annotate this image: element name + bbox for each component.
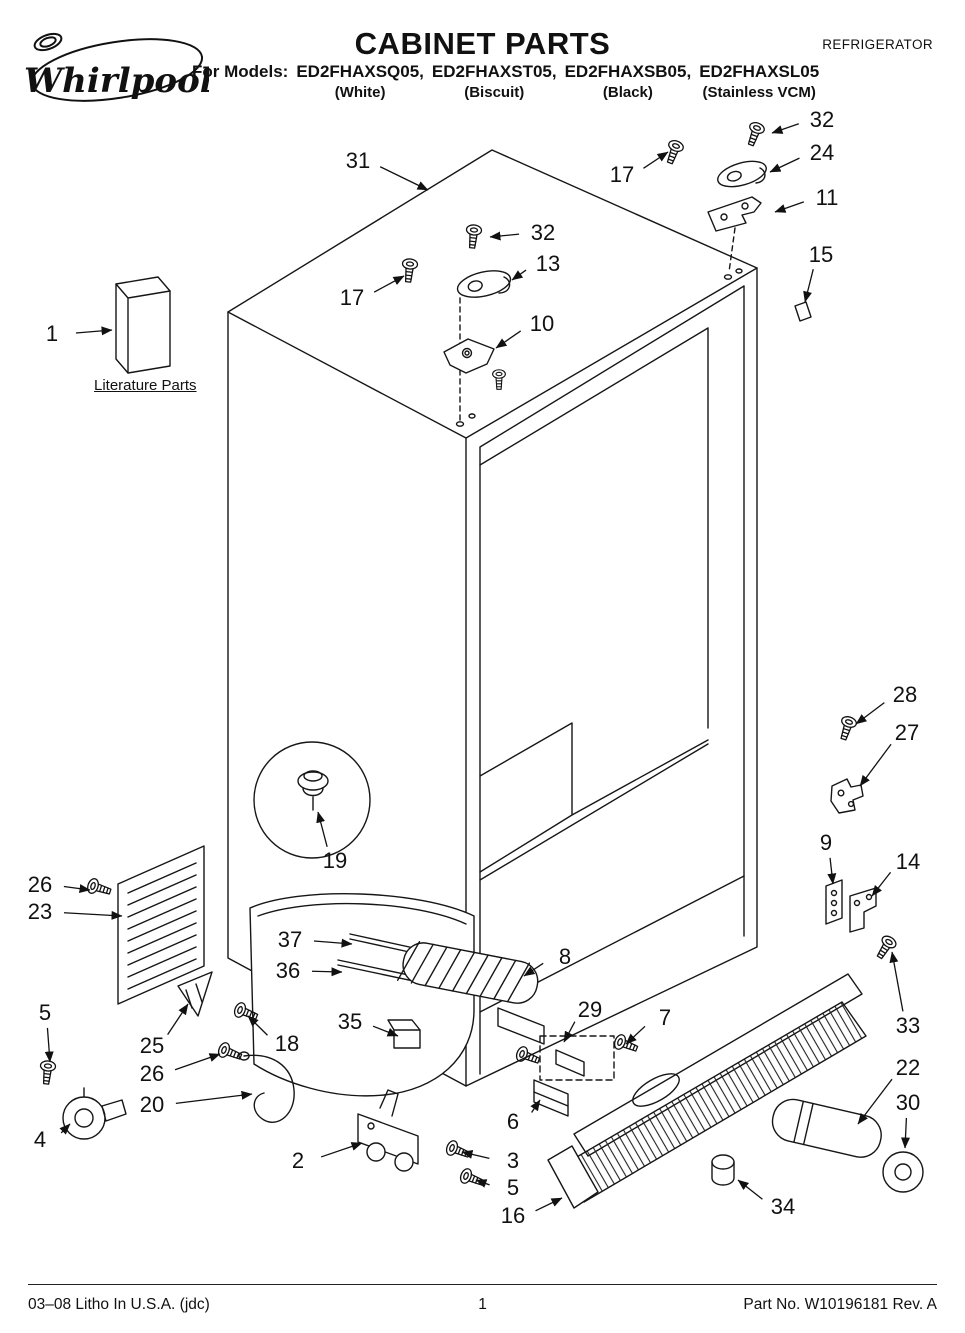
callout-arrow-22 — [857, 1078, 893, 1125]
callout-arrow-29 — [563, 1021, 576, 1043]
model-col-4: ED2FHAXSL05 (Stainless VCM) — [699, 62, 819, 101]
model-name: ED2FHAXSB05, — [564, 62, 692, 81]
compressor-assembly — [396, 941, 545, 1045]
callout-arrow-20 — [175, 1090, 253, 1105]
callout-arrow-5 — [44, 1027, 54, 1063]
callout-arrow-14 — [871, 871, 892, 897]
top-hinge-parts — [399, 120, 812, 390]
callout-arrow-24 — [769, 157, 800, 173]
cabinet-wireframe — [227, 149, 758, 1087]
category-label: REFRIGERATOR — [822, 37, 933, 52]
callout-arrow-18 — [247, 1015, 268, 1036]
callout-arrow-15 — [803, 269, 814, 303]
model-name: ED2FHAXSQ05, — [296, 62, 424, 81]
model-col-2: ED2FHAXST05, (Biscuit) — [432, 62, 557, 101]
callout-arrow-7 — [625, 1025, 646, 1045]
callout-arrow-13 — [511, 269, 527, 281]
footer-page-number: 1 — [478, 1296, 487, 1313]
callout-arrow-4 — [59, 1123, 71, 1135]
small-bottom-parts — [387, 1019, 641, 1117]
callout-arrow-1 — [75, 326, 113, 336]
water-filter — [771, 1098, 924, 1193]
logo-oval — [30, 38, 204, 102]
callout-arrow-8 — [523, 962, 544, 977]
logo-swirl-inner — [39, 36, 57, 48]
plug-detail-circle — [253, 741, 371, 859]
callout-arrow-19 — [316, 811, 328, 847]
bottom-hinge-assembly — [357, 1089, 487, 1191]
callout-arrow-32 — [771, 123, 799, 134]
callout-arrow-31 — [379, 166, 429, 191]
callout-arrow-26 — [174, 1053, 221, 1071]
model-color: (Biscuit) — [464, 84, 525, 101]
footer-part-number: Part No. W10196181 Rev. A — [743, 1296, 937, 1313]
whirlpool-logo: Whirlpool — [24, 32, 209, 102]
diagram-art — [37, 120, 924, 1209]
base-grille — [547, 973, 867, 1209]
callout-arrow-37 — [313, 938, 353, 948]
page-footer: 03–08 Litho In U.S.A. (jdc) 1 Part No. W… — [28, 1284, 937, 1314]
right-side-brackets — [825, 714, 899, 962]
model-col-3: ED2FHAXSB05, (Black) — [565, 62, 692, 101]
left-bottom-parts — [37, 876, 295, 1140]
literature-parts-label: Literature Parts — [94, 377, 197, 394]
callout-arrow-3 — [461, 1150, 490, 1160]
callout-arrow-34 — [737, 1179, 763, 1200]
callout-arrow-26 — [63, 884, 91, 894]
footer-litho-text: 03–08 Litho In U.S.A. (jdc) — [28, 1296, 210, 1313]
callout-arrow-30 — [900, 1117, 910, 1149]
model-col-1: ED2FHAXSQ05, (White) — [296, 62, 424, 101]
callout-arrow-25 — [167, 1003, 189, 1035]
callout-arrow-2 — [320, 1142, 363, 1158]
callout-arrows — [44, 123, 910, 1212]
callout-arrow-33 — [889, 951, 904, 1012]
callout-arrow-36 — [311, 967, 343, 977]
callout-arrow-23 — [63, 910, 123, 920]
callout-arrow-17 — [373, 275, 405, 293]
model-color: (Stainless VCM) — [702, 84, 816, 101]
callout-arrow-35 — [372, 1025, 399, 1037]
models-block: For Models: ED2FHAXSQ05, (White) ED2FHAX… — [192, 62, 819, 101]
model-name: ED2FHAXSL05 — [699, 62, 820, 81]
callout-arrow-10 — [495, 330, 522, 349]
callout-arrow-9 — [827, 857, 837, 885]
callout-arrow-28 — [855, 702, 885, 725]
literature-booklet — [115, 276, 171, 374]
logo-swirl-icon — [33, 32, 63, 52]
brand-logo-text: Whirlpool — [24, 61, 209, 101]
callout-arrow-6 — [530, 1099, 541, 1113]
model-color: (Black) — [602, 84, 653, 101]
callout-arrow-32 — [489, 231, 520, 241]
callout-arrow-16 — [535, 1197, 563, 1212]
callout-arrow-11 — [774, 201, 805, 213]
model-color: (White) — [334, 84, 386, 101]
models-label: For Models: — [192, 62, 289, 81]
callout-arrow-5 — [475, 1179, 490, 1188]
rear-vent-panel — [117, 845, 205, 1005]
model-name: ED2FHAXST05, — [431, 62, 557, 81]
callout-arrow-17 — [643, 151, 669, 169]
page-title: CABINET PARTS — [354, 26, 611, 61]
callout-arrow-27 — [859, 743, 892, 787]
